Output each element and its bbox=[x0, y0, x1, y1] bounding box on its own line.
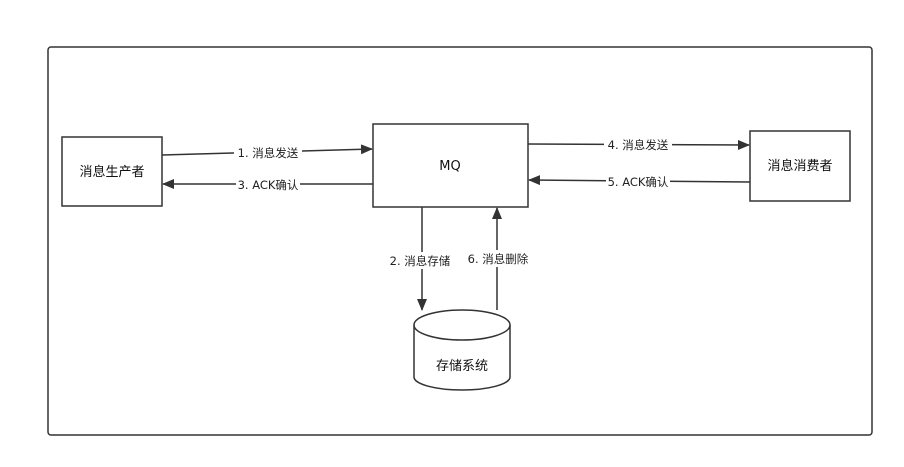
edge-delete: 6. 消息删除 bbox=[462, 207, 534, 310]
edge-send-to-consumer: 4. 消息发送 bbox=[527, 136, 750, 153]
producer-box bbox=[61, 136, 163, 207]
edge-ack-to-producer: 3. ACK确认 bbox=[162, 176, 373, 193]
mq-label: MQ bbox=[439, 159, 460, 174]
edge-delete-label: 6. 消息删除 bbox=[468, 252, 529, 266]
edge-ack-from-consumer: 5. ACK确认 bbox=[528, 173, 751, 190]
mq-box bbox=[372, 123, 529, 208]
edge-store: 2. 消息存储 bbox=[384, 207, 456, 311]
consumer-node[interactable]: 消息消费者 bbox=[749, 130, 851, 202]
producer-label: 消息生产者 bbox=[79, 164, 144, 180]
storage-label: 存储系统 bbox=[436, 359, 488, 374]
edge-send-to-mq-label: 1. 消息发送 bbox=[238, 146, 299, 160]
consumer-box bbox=[749, 130, 851, 202]
storage-cylinder-top bbox=[413, 309, 511, 341]
consumer-label: 消息消费者 bbox=[767, 158, 832, 174]
producer-node[interactable]: 消息生产者 bbox=[61, 136, 163, 207]
edge-send-to-consumer-label: 4. 消息发送 bbox=[608, 138, 669, 152]
storage-cylinder-body bbox=[413, 325, 511, 391]
storage-node[interactable]: 存储系统 bbox=[413, 309, 511, 391]
edge-store-label: 2. 消息存储 bbox=[390, 254, 451, 268]
mq-node[interactable]: MQ bbox=[372, 123, 529, 208]
edge-ack-from-consumer-label: 5. ACK确认 bbox=[608, 175, 669, 189]
edge-ack-to-producer-label: 3. ACK确认 bbox=[238, 178, 299, 192]
edge-send-to-mq: 1. 消息发送 bbox=[161, 144, 373, 161]
